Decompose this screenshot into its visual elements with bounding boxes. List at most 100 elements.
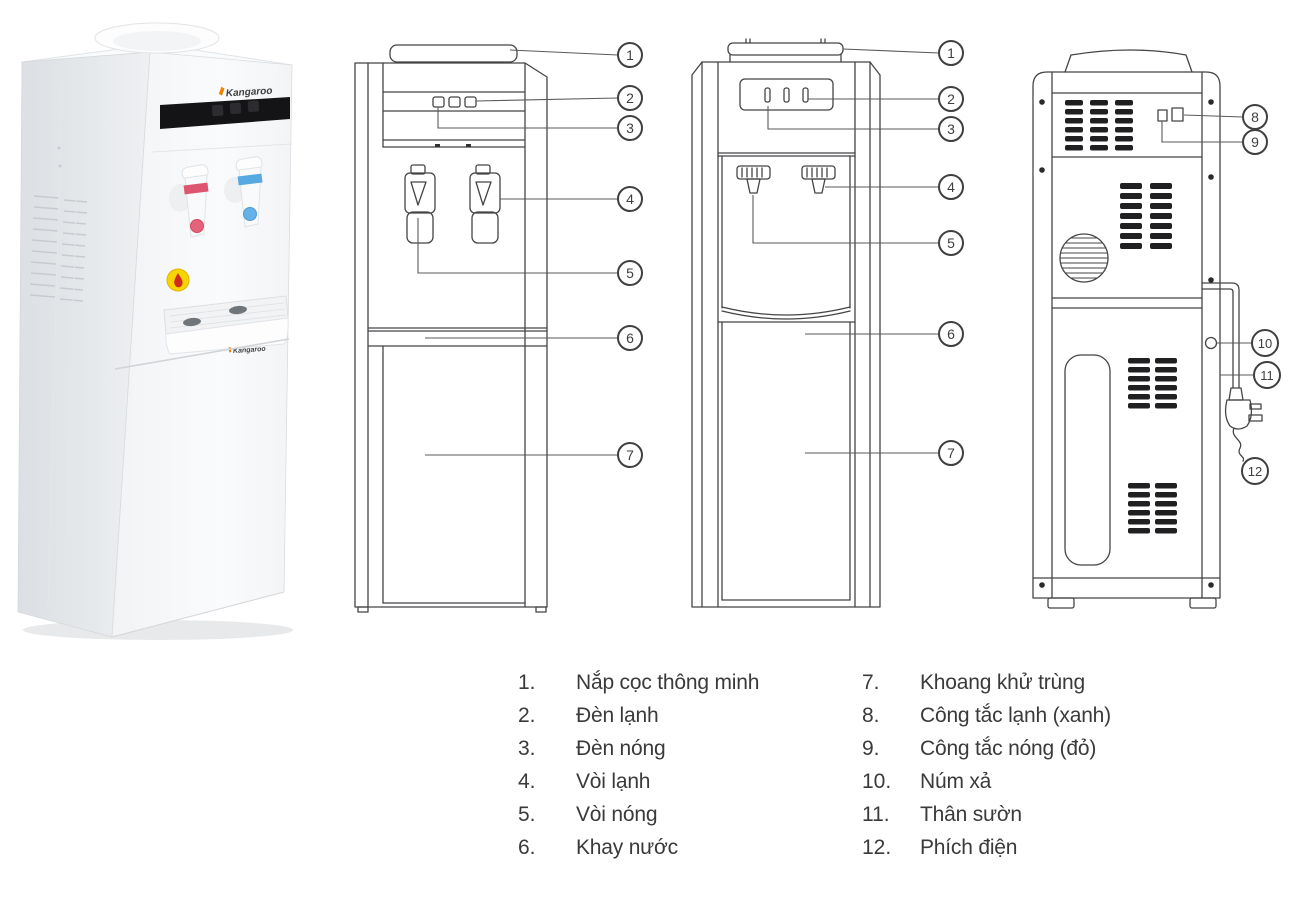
legend-number: 4. — [518, 769, 536, 793]
legend-number: 9. — [862, 736, 880, 760]
cold-tap — [469, 164, 501, 244]
legend-label: Nắp cọc thông minh — [576, 670, 760, 694]
callouts-front-b: 1 2 3 4 5 6 7 — [938, 40, 964, 466]
legend-label: Công tắc nóng (đỏ) — [920, 736, 1097, 760]
callout-11: 11 — [1253, 361, 1281, 389]
cold-switch — [1157, 109, 1168, 122]
indicator-light — [432, 96, 445, 108]
callout-3: 3 — [617, 115, 643, 141]
cold-dot — [243, 207, 257, 221]
callout-10: 10 — [1251, 329, 1279, 357]
svg-text:6: 6 — [947, 326, 955, 342]
drain-pipe — [1201, 282, 1240, 389]
legend-item-2: 2. Đèn lạnh — [518, 699, 759, 732]
hot-tap — [736, 165, 771, 194]
legend-left-column: 1. Nắp cọc thông minh 2. Đèn lạnh 3. Đèn nó… — [518, 666, 759, 864]
cold-band — [237, 173, 263, 186]
svg-text:1: 1 — [947, 45, 955, 61]
callout-6: 6 — [617, 325, 643, 351]
legend-number: 6. — [518, 835, 536, 859]
hot-tap — [404, 164, 436, 244]
callout-2: 2 — [938, 86, 964, 112]
callout-12: 12 — [1241, 457, 1269, 485]
brand-text-small: Kangaroo — [233, 346, 267, 355]
brand-text: Kangaroo — [226, 86, 273, 100]
foot — [1047, 597, 1075, 609]
lower-cabinet — [721, 321, 851, 601]
callout-7: 7 — [617, 442, 643, 468]
front-view-drawing-b: 1 2 3 4 5 6 7 — [691, 38, 964, 608]
legend-number: 7. — [862, 670, 880, 694]
dispense-recess — [717, 152, 856, 309]
legend-label: Thân sườn — [920, 802, 1022, 826]
svg-text:9: 9 — [1251, 134, 1259, 150]
callout-4: 4 — [938, 174, 964, 200]
drip-tray-curve — [717, 306, 856, 323]
top-lid — [727, 38, 844, 63]
legend-number: 5. — [518, 802, 536, 826]
vent-louvers-top — [1065, 100, 1133, 151]
svg-text:4: 4 — [947, 179, 955, 195]
legend-item-1: 1. Nắp cọc thông minh — [518, 666, 759, 699]
legend-item-11: 11.Thân sườn — [862, 798, 1111, 831]
callout-9: 9 — [1242, 129, 1268, 155]
indicator-light — [464, 96, 477, 108]
svg-text:3: 3 — [947, 121, 955, 137]
warning-sticker — [166, 268, 190, 292]
legend-item-7: 7. Khoang khử trùng — [862, 666, 1111, 699]
leader-lines — [752, 48, 940, 454]
svg-text:3: 3 — [626, 120, 634, 136]
svg-text:5: 5 — [947, 235, 955, 251]
legend-label: Khay nước — [576, 835, 678, 859]
svg-text:1: 1 — [626, 47, 634, 63]
front-view-drawing-a: 1 2 3 4 5 6 7 — [354, 42, 643, 613]
vent-louvers-mid — [1120, 183, 1172, 249]
head-panel — [382, 62, 526, 148]
control-panel — [739, 78, 834, 111]
side-rivet — [58, 164, 62, 168]
callout-2: 2 — [617, 85, 643, 111]
foot — [1189, 597, 1217, 609]
legend-number: 2. — [518, 703, 536, 727]
bottom-edge — [111, 591, 285, 638]
hot-band — [183, 182, 209, 195]
door-seam — [114, 338, 290, 370]
legend-label: Phích điện — [920, 835, 1018, 859]
drip-tray-band — [367, 327, 548, 347]
svg-text:5: 5 — [626, 265, 634, 281]
top-lid — [389, 44, 518, 63]
svg-text:6: 6 — [626, 330, 634, 346]
front-seam — [151, 143, 293, 153]
vent-louvers-lower-2 — [1128, 483, 1177, 534]
svg-text:7: 7 — [947, 445, 955, 461]
legend-item-4: 4. Vòi lạnh — [518, 765, 759, 798]
indicator-light — [448, 96, 461, 108]
svg-text:2: 2 — [626, 90, 634, 106]
leader-lines — [1161, 114, 1254, 376]
legend-number: 1. — [518, 670, 536, 694]
svg-text:10: 10 — [1258, 336, 1272, 351]
indicator-light — [247, 100, 260, 112]
leader-lines — [417, 49, 619, 456]
legend-label: Vòi lạnh — [576, 769, 651, 793]
legend-item-5: 5.Vòi nóng — [518, 798, 759, 831]
indicator-light — [211, 104, 224, 117]
indicator-slot — [783, 87, 790, 103]
flame-icon — [174, 273, 183, 288]
legend-label: Đèn lạnh — [576, 703, 659, 727]
hot-switch — [1171, 107, 1184, 122]
side-rivet — [57, 146, 61, 150]
legend-number: 12. — [862, 835, 892, 859]
product-photo: Kangaroo — [17, 22, 293, 640]
legend-item-6: 6. Khay nước — [518, 831, 759, 864]
legend-number: 3. — [518, 736, 536, 760]
callout-3: 3 — [938, 116, 964, 142]
legend-label: Đèn nóng — [576, 736, 666, 760]
side-vents — [29, 195, 88, 302]
vent-louvers-lower-1 — [1128, 358, 1177, 409]
svg-text:11: 11 — [1260, 368, 1274, 383]
body-outline — [354, 62, 548, 608]
callouts-front-a: 1 2 3 4 5 6 7 — [617, 42, 643, 468]
svg-text:12: 12 — [1248, 464, 1262, 479]
legend-label: Khoang khử trùng — [920, 670, 1085, 694]
